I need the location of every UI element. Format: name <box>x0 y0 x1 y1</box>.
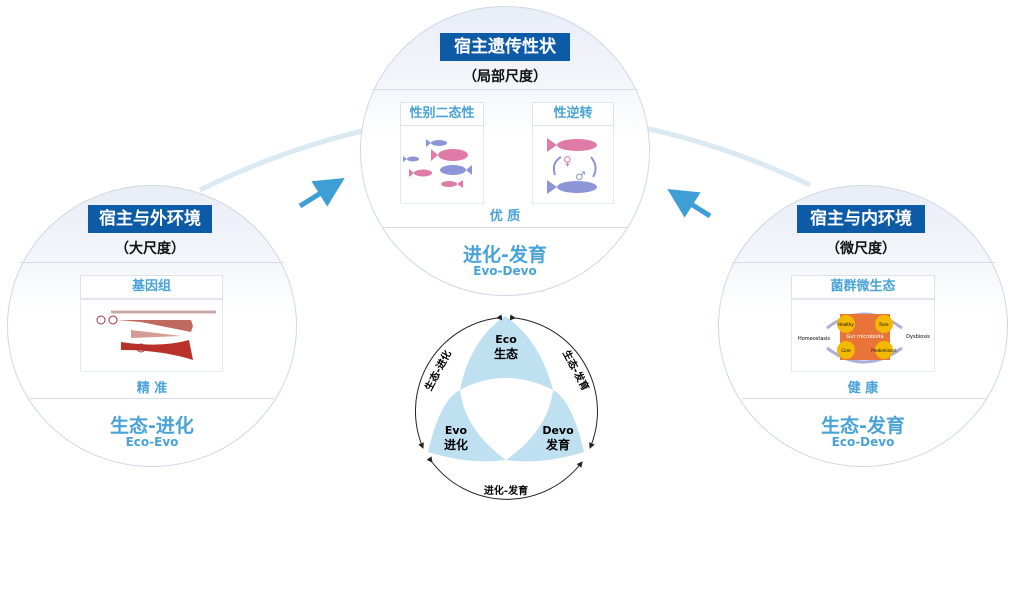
sex-reversal-label: 性逆转 <box>532 102 614 126</box>
genome-tree-image <box>96 310 216 360</box>
divider <box>382 227 628 228</box>
host-external-environment-title: 宿主与外环境 <box>88 205 212 233</box>
male-symbol-icon: ♂ <box>575 169 586 183</box>
eco-evo-theme-en: Eco-Evo <box>125 435 179 449</box>
eco-evo-theme: 生态-进化 <box>110 415 194 437</box>
svg-text:Healthy: Healthy <box>838 322 854 327</box>
sex-reversal-image: ♀ ♂ <box>547 138 597 194</box>
cycle-arrow-icon <box>552 156 562 176</box>
eco-devo-theme-en: Eco-Devo <box>831 435 895 449</box>
svg-text:Dysbiosis: Dysbiosis <box>906 334 930 340</box>
evo-devo-theme-en: Evo-Devo <box>473 264 537 278</box>
micro-scale-label: （微尺度） <box>826 241 896 257</box>
divider <box>30 398 274 399</box>
fish-school-image <box>403 139 472 188</box>
sexual-dimorphism-label: 性别二态性 <box>400 102 484 126</box>
divider <box>20 262 284 263</box>
local-scale-label: （局部尺度） <box>463 69 547 85</box>
genome-panel <box>80 299 223 372</box>
svg-text:Rare: Rare <box>879 322 889 327</box>
svg-text:Core: Core <box>841 348 851 353</box>
precision-label: 精 准 <box>136 381 168 396</box>
host-genetic-traits-title: 宿主遗传性状 <box>440 33 570 61</box>
quality-label: 优 质 <box>489 209 521 224</box>
large-scale-label: （大尺度） <box>115 241 185 257</box>
gut-microbiota-diagram: Healthy Rare Core Predominant Gut microb… <box>798 312 930 364</box>
host-internal-environment-title: 宿主与内环境 <box>797 205 925 233</box>
divider <box>372 89 638 90</box>
genome-label: 基因组 <box>80 275 223 299</box>
svg-text:Gut microbiota: Gut microbiota <box>846 334 883 340</box>
microbiota-panel: Healthy Rare Core Predominant Gut microb… <box>791 299 935 372</box>
evo-devo-theme: 进化-发育 <box>463 244 547 266</box>
female-symbol-icon: ♀ <box>563 154 572 168</box>
svg-text:Homeostasis: Homeostasis <box>798 336 830 342</box>
divider <box>742 398 986 399</box>
health-label: 健 康 <box>847 381 879 396</box>
svg-text:Predominant: Predominant <box>871 348 897 353</box>
eco-devo-theme: 生态-发育 <box>821 415 905 437</box>
divider <box>732 262 996 263</box>
microbiota-label: 菌群微生态 <box>791 275 935 299</box>
